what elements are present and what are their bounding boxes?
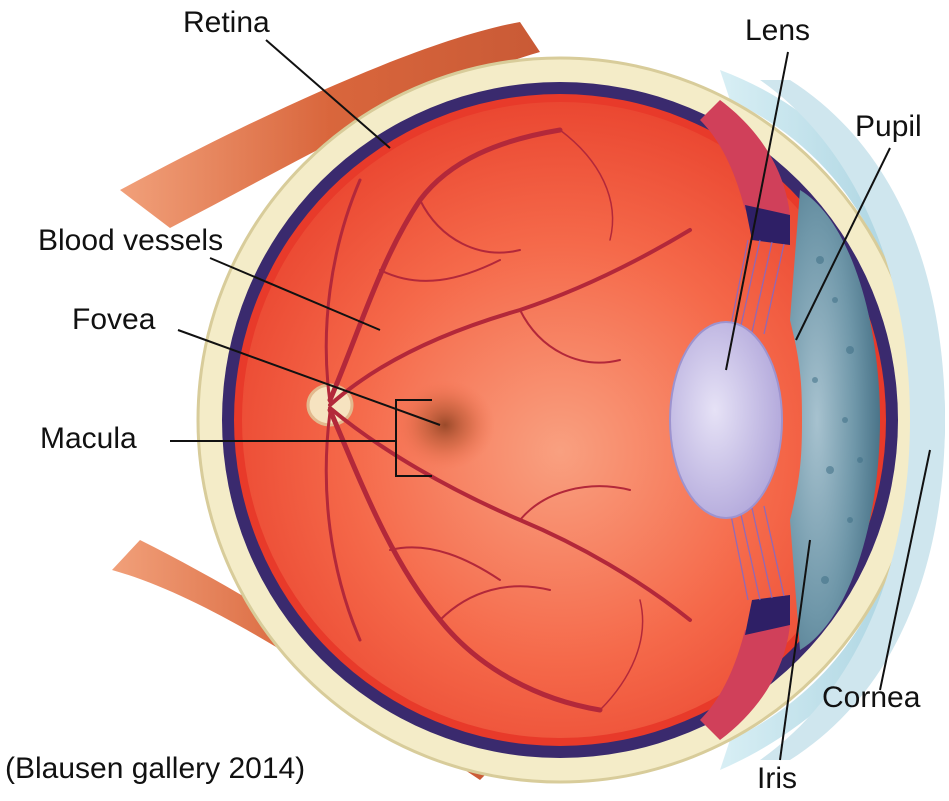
label-blood-vessels: Blood vessels (38, 226, 223, 256)
label-macula: Macula (40, 424, 137, 454)
label-fovea: Fovea (72, 305, 155, 335)
image-credit: (Blausen gallery 2014) (5, 754, 305, 784)
label-lens: Lens (745, 16, 810, 46)
lens (670, 322, 782, 518)
label-pupil: Pupil (855, 112, 922, 142)
label-retina: Retina (183, 8, 270, 38)
macula-spot (395, 380, 495, 470)
label-cornea: Cornea (822, 683, 920, 713)
label-iris: Iris (757, 764, 797, 794)
